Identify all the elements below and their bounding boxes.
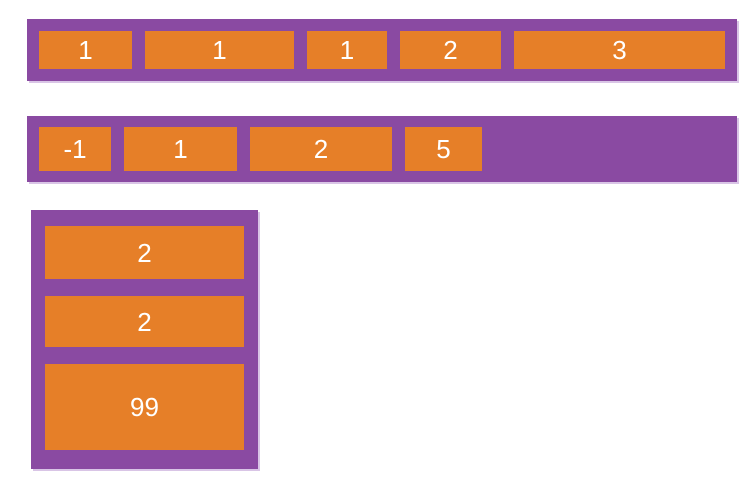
flex-item: 2 [250, 127, 392, 171]
flex-item: 1 [124, 127, 237, 171]
flex-item: 2 [45, 296, 244, 347]
flex-item: 2 [45, 226, 244, 279]
flex-item: 2 [400, 31, 501, 69]
flex-row-container-2: -1 1 2 5 [27, 116, 737, 182]
flex-item: 99 [45, 364, 244, 450]
flex-item: -1 [39, 127, 111, 171]
flex-row-container-1: 1 1 1 2 3 [27, 19, 737, 81]
flex-item: 1 [145, 31, 294, 69]
flex-column-container: 2 2 99 [31, 210, 258, 469]
flex-item: 1 [307, 31, 387, 69]
flex-item: 1 [39, 31, 132, 69]
flex-item: 5 [405, 127, 482, 171]
flex-item: 3 [514, 31, 725, 69]
